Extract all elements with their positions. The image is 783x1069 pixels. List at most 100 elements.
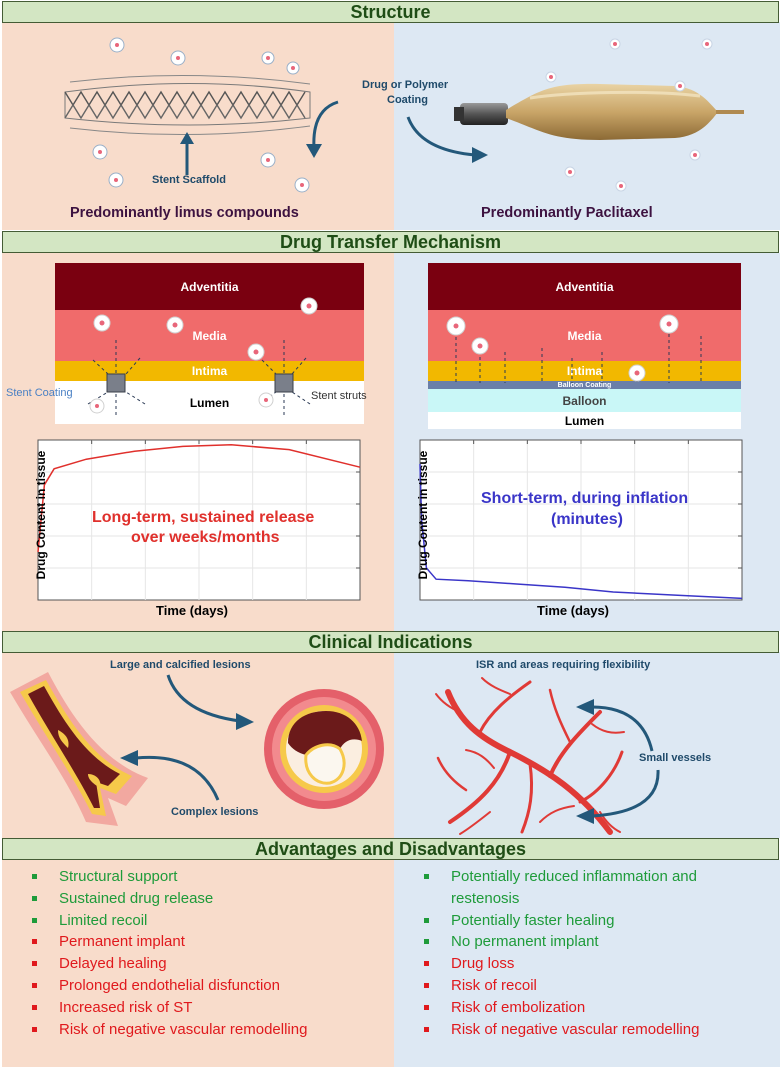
des-item: Delayed healing [28, 953, 368, 975]
bullet-square-icon [32, 874, 37, 879]
right-wall-overlay [446, 314, 702, 383]
coating-label-line1: Drug or Polymer [362, 79, 449, 91]
des-item: Permanent implant [28, 931, 368, 953]
chart-right-annotation-line2: (minutes) [551, 511, 623, 528]
des-item-text: Increased risk of ST [59, 998, 193, 1016]
dcb-item: Risk of negative vascular remodelling [420, 1019, 750, 1041]
clinical-left-bottom-label: Complex lesions [171, 806, 259, 818]
right-intima-label: Intima [566, 364, 603, 378]
chart-short-term-release [419, 439, 743, 601]
bullet-square-icon [424, 1026, 429, 1032]
des-item-text: Prolonged endothelial disfunction [59, 976, 280, 994]
dcb-item: Potentially reduced inflammation and res… [420, 866, 750, 910]
bullet-square-icon [32, 1026, 37, 1032]
left-intima-label: Intima [191, 364, 228, 378]
bullet-square-icon [32, 895, 37, 901]
dcb-item: Risk of embolization [420, 997, 750, 1019]
clinical-arrow-lower-vessel [576, 769, 660, 824]
clinical-arrow-to-cross-section [166, 674, 254, 730]
right-lumen-label: Lumen [564, 413, 605, 428]
section-header-structure: Structure [2, 1, 779, 23]
artery-cross-section-icon [264, 689, 384, 809]
dcb-item: No permanent implant [420, 931, 750, 953]
chart-sustained-release [37, 439, 361, 601]
des-item-text: Permanent implant [59, 933, 185, 951]
dcb-item: Risk of recoil [420, 975, 750, 997]
dcb-item-text: Potentially reduced inflammation and res… [451, 868, 697, 907]
des-item-text: Sustained drug release [59, 889, 214, 907]
dcb-item-text: Drug loss [451, 955, 515, 973]
balloon-layer: Balloon [428, 389, 741, 412]
dcb-item-text: No permanent implant [451, 933, 599, 951]
left-media-label: Media [192, 328, 227, 343]
vessel-tree-icon [435, 677, 625, 835]
des-item-text: Risk of negative vascular remodelling [59, 1020, 308, 1038]
right-caption: Predominantly Paclitaxel [481, 205, 653, 221]
coating-arrow-right [406, 116, 488, 163]
bullet-square-icon [424, 961, 429, 967]
des-item: Structural support [28, 866, 368, 888]
advantages-right-list: Potentially reduced inflammation and res… [420, 866, 750, 1040]
dcb-item-text: Risk of recoil [451, 976, 537, 994]
bullet-square-icon [424, 874, 429, 879]
stent-scaffold-label: Stent Scaffold [152, 174, 226, 186]
section-header-advantages: Advantages and Disadvantages [2, 838, 779, 860]
bullet-square-icon [32, 961, 37, 967]
left-caption: Predominantly limus compounds [70, 205, 299, 221]
right-adventitia-label: Adventitia [555, 279, 614, 294]
bullet-square-icon [424, 1004, 429, 1010]
left-adventitia-label: Adventitia [180, 279, 239, 294]
coating-arrow-left [306, 100, 339, 158]
des-item-text: Structural support [59, 868, 178, 885]
dcb-item: Potentially faster healing [420, 910, 750, 932]
stent-coating-label: Stent Coating [6, 387, 73, 399]
stent-scaffold-icon [64, 74, 311, 136]
drug-particles-left [92, 37, 310, 193]
des-item: Prolonged endothelial disfunction [28, 975, 368, 997]
stent-struts-label: Stent struts [311, 390, 367, 402]
clinical-arrow-upper-vessel [576, 699, 654, 752]
advantages-left-panel [2, 860, 394, 1067]
chart-right-ylabel: Drug Content in tissue [416, 450, 430, 580]
des-item-text: Delayed healing [59, 955, 167, 973]
bullet-square-icon [32, 1004, 37, 1010]
right-lumen-layer: Lumen [428, 412, 741, 429]
structure-left-panel [2, 22, 394, 230]
chart-left-annotation-line2: over weeks/months [131, 529, 280, 546]
chart-right-xlabel: Time (days) [537, 603, 610, 618]
dcb-item-text: Risk of embolization [451, 998, 586, 1016]
chart-left-series-line [37, 444, 361, 553]
chart-left-xlabel: Time (days) [156, 603, 229, 618]
des-item: Limited recoil [28, 910, 368, 932]
clinical-right-top-label: ISR and areas requiring flexibility [476, 659, 651, 671]
chart-left-annotation-line1: Long-term, sustained release [92, 509, 315, 526]
chart-right-series-line [419, 463, 743, 600]
bullet-square-icon [32, 939, 37, 945]
bullet-square-icon [32, 917, 37, 923]
balloon-catheter-icon [454, 83, 744, 140]
clinical-right-mid-label: Small vessels [639, 752, 712, 764]
drug-particles-right [545, 38, 713, 192]
right-intima-layer: Intima [428, 361, 741, 381]
des-item-text: Limited recoil [59, 911, 148, 929]
bullet-square-icon [424, 917, 429, 923]
bullet-square-icon [424, 982, 429, 988]
des-item: Sustained drug release [28, 888, 368, 910]
left-wall-overlay [87, 297, 318, 415]
advantages-right-panel [394, 860, 780, 1067]
section-header-clinical: Clinical Indications [2, 631, 779, 653]
balloon-coating-label: Balloon Coating [557, 381, 612, 389]
balloon-label: Balloon [562, 393, 607, 408]
bullet-square-icon [32, 982, 37, 988]
right-media-label: Media [567, 328, 602, 343]
chart-right-annotation-line1: Short-term, during inflation [481, 490, 689, 507]
diseased-artery-icon [10, 672, 148, 826]
left-lumen-label: Lumen [189, 395, 230, 410]
scaffold-arrow [180, 132, 194, 175]
clinical-left-top-label: Large and calcified lesions [110, 659, 251, 671]
section-header-mechanism: Drug Transfer Mechanism [2, 231, 779, 253]
right-adventitia-layer: Adventitia [428, 263, 741, 310]
coating-label-line2: Coating [387, 94, 428, 106]
bullet-square-icon [424, 939, 429, 945]
